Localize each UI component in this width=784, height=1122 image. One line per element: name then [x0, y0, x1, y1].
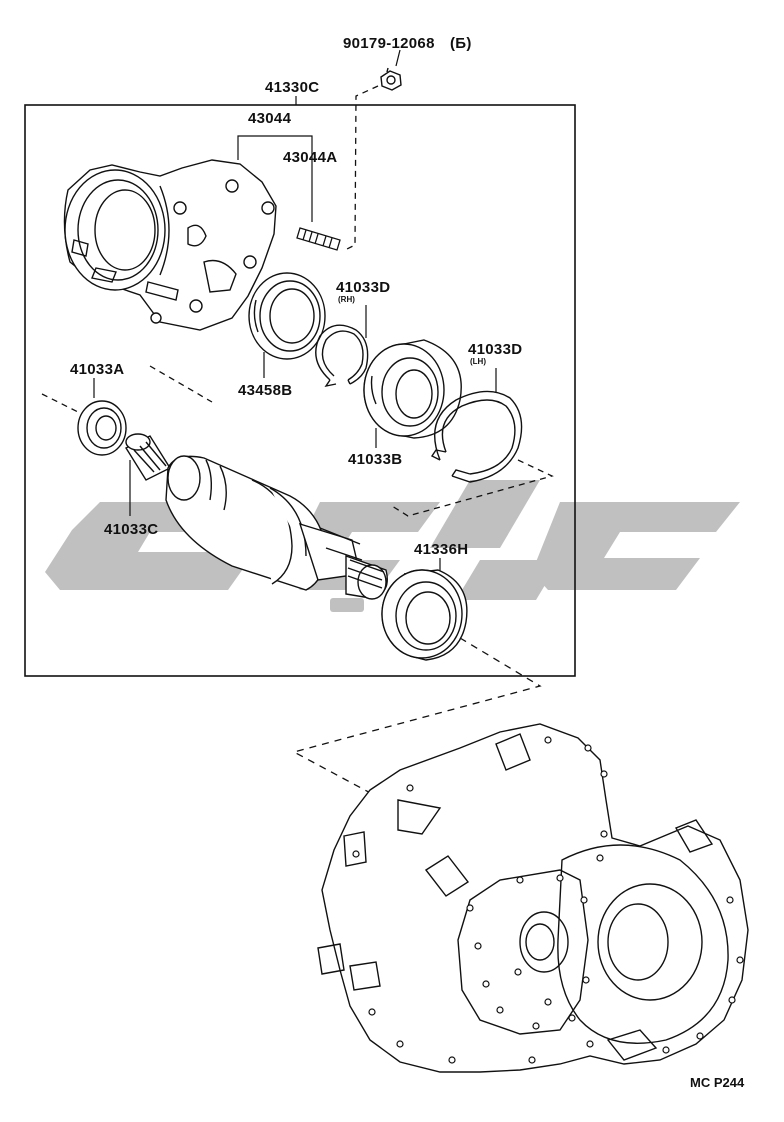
bearing-part — [363, 339, 462, 439]
snap-ring-lh-dashed-line — [391, 459, 554, 517]
needle-bearing-part-number: 41033C — [104, 521, 158, 538]
bolt-to-stud-dashed-line — [344, 85, 379, 251]
oil-seal-small-part — [77, 400, 127, 456]
oil-seal-case-part — [248, 272, 326, 360]
snap-ring-lh-part-number: 41033D — [468, 341, 522, 358]
assembly-group-box — [24, 104, 576, 677]
bearing-part-number: 41033B — [348, 451, 402, 468]
oil-seal-shaft-part — [381, 569, 468, 661]
bolt-part-note: (Б) — [450, 35, 472, 52]
case-bracket-leader — [237, 135, 313, 172]
oil-seal-shaft-part-number: 41336H — [414, 541, 468, 558]
stud-part — [296, 227, 341, 251]
transaxle-bolt-holes — [352, 736, 744, 1064]
snap-ring-rh-part-number: 41033D — [336, 279, 390, 296]
bolt-part — [380, 67, 402, 91]
snap-ring-lh-part — [430, 390, 523, 483]
bolt-part-number: 90179-12068 — [343, 35, 435, 52]
oil-seal-case-part-number: 43458B — [238, 382, 292, 399]
transaxle-housing — [317, 723, 749, 1073]
to-transaxle-dashed-line — [292, 637, 542, 797]
shaft-assy-part-number: 41330C — [265, 79, 319, 96]
snap-ring-rh-side: (RH) — [338, 295, 355, 304]
case-part-number: 43044 — [248, 110, 292, 127]
bolt-leader-line — [395, 49, 401, 67]
shaft-part — [165, 455, 388, 600]
case-part — [63, 159, 277, 331]
diagram-reference-code: MC P244 — [690, 1075, 745, 1090]
oil-seal-small-part-number: 41033A — [70, 361, 124, 378]
snap-ring-lh-side: (LH) — [470, 357, 486, 366]
oil-seal-small-dashed-line — [41, 365, 213, 413]
snap-ring-rh-part — [315, 324, 369, 388]
stud-part-number: 43044A — [283, 149, 337, 166]
needle-bearing-part — [124, 433, 172, 481]
